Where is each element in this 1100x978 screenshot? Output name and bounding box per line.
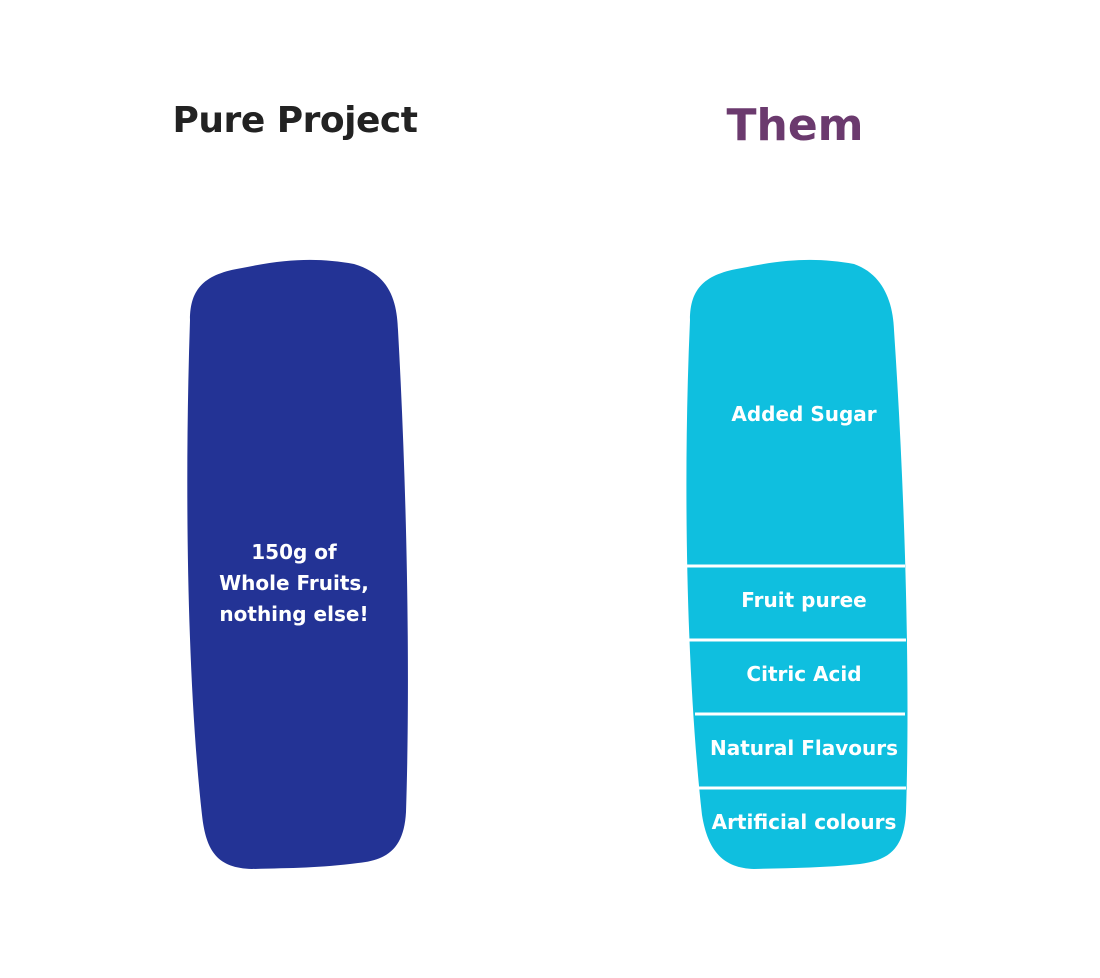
content-line: Whole Fruits, [219, 571, 369, 595]
segment-fruit-puree: Fruit puree [741, 588, 867, 612]
pure-project-blob [187, 259, 408, 869]
segment-natural-flavours: Natural Flavours [709, 736, 898, 760]
segment-citric-acid: Citric Acid [746, 662, 862, 686]
pure-project-title: Pure Project [172, 100, 418, 141]
content-line: nothing else! [219, 602, 369, 626]
segment-artificial-colours: Artificial colours [711, 810, 897, 834]
segment-added-sugar: Added Sugar [731, 402, 877, 426]
pure-project-content: 150g of Whole Fruits, nothing else! [194, 537, 394, 630]
them-blob [686, 259, 908, 869]
them-title: Them [726, 100, 864, 151]
content-line: 150g of [251, 540, 337, 564]
